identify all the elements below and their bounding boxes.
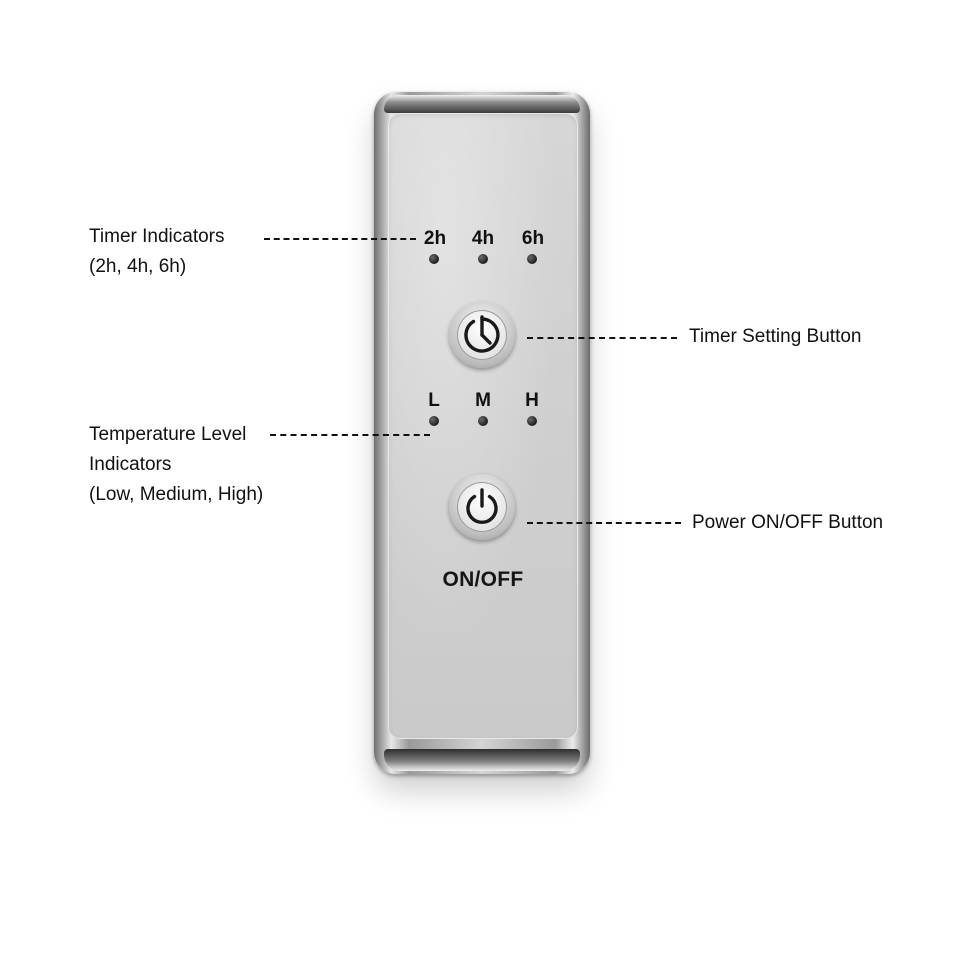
- timer-indicator-4h: [478, 254, 488, 264]
- timer-setting-button[interactable]: [449, 302, 515, 368]
- callout-temperature-title: Temperature Level: [89, 424, 247, 445]
- callout-timer-indicators-title: Timer Indicators: [89, 226, 225, 247]
- power-button[interactable]: [449, 474, 515, 540]
- power-icon: [466, 488, 498, 525]
- level-label-medium: M: [475, 390, 491, 411]
- callout-temperature-sub: Indicators: [89, 454, 172, 475]
- leader-line-power-button: [527, 522, 681, 524]
- leader-line-timer-button: [527, 337, 677, 339]
- callout-power-button: Power ON/OFF Button: [692, 512, 884, 533]
- timer-label-4h: 4h: [471, 228, 495, 249]
- callout-timer-button: Timer Setting Button: [689, 326, 862, 347]
- level-label-high: H: [525, 390, 539, 411]
- callout-temperature-indicators: Temperature Level Indicators (Low, Mediu…: [89, 420, 263, 510]
- level-indicator-high: [527, 416, 537, 426]
- leader-line-timer-indicators: [264, 238, 416, 240]
- leader-line-temperature: [270, 434, 430, 436]
- remote-face-panel: [388, 113, 578, 739]
- callout-temperature-levels: (Low, Medium, High): [89, 484, 264, 505]
- timer-indicator-6h: [527, 254, 537, 264]
- level-indicator-medium: [478, 416, 488, 426]
- timer-label-6h: 6h: [521, 228, 545, 249]
- callout-timer-indicators: Timer Indicators (2h, 4h, 6h): [89, 222, 225, 282]
- level-indicator-low: [429, 416, 439, 426]
- level-label-low: L: [428, 390, 440, 411]
- timer-indicator-2h: [429, 254, 439, 264]
- onoff-label: ON/OFF: [442, 568, 524, 591]
- callout-timer-indicators-sub: (2h, 4h, 6h): [89, 256, 187, 277]
- timer-label-2h: 2h: [423, 228, 447, 249]
- clock-icon: [464, 315, 500, 353]
